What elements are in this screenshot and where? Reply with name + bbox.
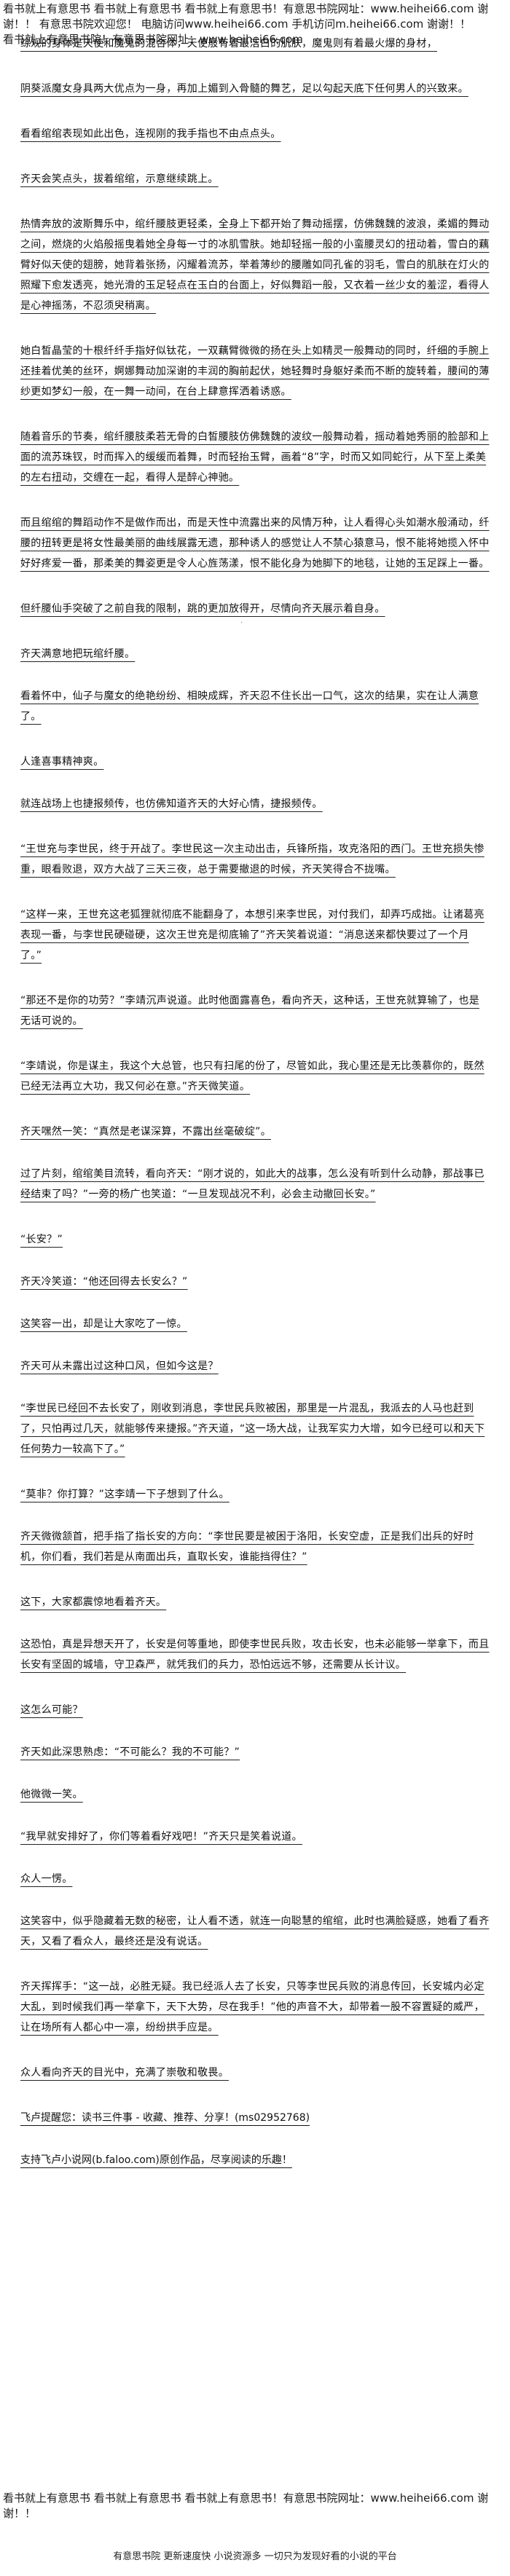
paragraph: 随着音乐的节奏，绾纤腰肢柔若无骨的白皙腰肢仿佛魏魏的波纹一般舞动着，摇动着她秀丽… xyxy=(20,431,490,484)
paragraph: 而且绾绾的舞蹈动作不是做作而出，而是天性中流露出来的风情万种，让人看得心头如潮水… xyxy=(20,517,490,570)
promo-line-support-link[interactable]: 支持飞卢小说网(b.faloo.com)原创作品，尽享阅读的乐趣！ xyxy=(20,2154,292,2166)
paragraph: “李世民已经回不去长安了，刚收到消息，李世民兵败被困，那里是一片混乱，我派去的人… xyxy=(20,1403,485,1455)
scan-speck: · xyxy=(444,845,447,853)
paragraph: 这下，大家都震惊地看着齐天。 xyxy=(20,1596,167,1608)
paragraph: 齐天会笑点头，拔着绾绾，示意继续跳上。 xyxy=(20,173,219,185)
paragraph: 齐天满意地把玩绾纤腰。 xyxy=(20,648,136,660)
paragraph: 齐天如此深思熟虑：“不可能么？我的不可能？” xyxy=(20,1746,240,1758)
paragraph: 他微微一笑。 xyxy=(20,1789,83,1800)
paragraph: “那还不是你的功劳？”李靖沉声说道。此时他面露喜色，看向齐天，这种话，王世充就算… xyxy=(20,995,480,1027)
paragraph: 齐天嘿然一笑：“真然是老谋深算，不露出丝毫破绽”。 xyxy=(20,1126,272,1138)
paragraph: 这怎么可能？ xyxy=(20,1704,83,1716)
paragraph: “李靖说，你是谋主，我这个大总管，也只有扫尾的份了，尽管如此，我心里还是无比羡慕… xyxy=(20,1060,484,1092)
header-line-1: 看书就上有意思书 看书就上有意思书 看书就上有意思书！有意思书院网址：www.h… xyxy=(3,2,489,31)
paragraph: “王世充与李世民，终于开战了。李世民这一次主动出击，兵锋所指，攻克洛阳的西门。王… xyxy=(20,843,484,875)
chapter-body: 综观的身体是天使和魔鬼的混合体，天使般有着最洁白的肌肤，魔鬼则有着最火爆的身材，… xyxy=(20,34,490,2192)
paragraph: 齐天挥挥手：“这一战，必胜无疑。我已经派人去了长安，只等李世民兵败的消息传回，长… xyxy=(20,1981,484,2033)
paragraph: “我早就安排好了，你们等着看好戏吧！”齐天只是笑着说道。 xyxy=(20,1831,302,1843)
paragraph: 看看绾绾表现如此出色，连视刚的我手指也不由点点头。 xyxy=(20,128,281,140)
footer-watermark: 看书就上有意思书 看书就上有意思书 看书就上有意思书！有意思书院网址：www.h… xyxy=(3,2492,489,2520)
scan-speck: · xyxy=(240,619,243,627)
paragraph: 综观的身体是天使和魔鬼的混合体，天使般有着最洁白的肌肤，魔鬼则有着最火爆的身材， xyxy=(20,38,437,50)
paragraph: 众人看向齐天的目光中，充满了崇敬和敬畏。 xyxy=(20,2067,229,2079)
paragraph: 热情奔放的波斯舞乐中，绾纤腰肢更轻柔，全身上下都开始了舞动摇摆，仿佛魏魏的波浪，… xyxy=(20,218,490,312)
paragraph: 过了片刻，绾绾美目流转，看向齐天：“刚才说的，如此大的战事，怎么没有听到什么动静… xyxy=(20,1168,484,1200)
paragraph: 人逢喜事精神爽。 xyxy=(20,756,104,768)
paragraph: 这恐怕，真是异想天开了，长安是何等重地，即使李世民兵败，攻击长安，也未必能够一举… xyxy=(20,1639,490,1671)
paragraph: 齐天冷笑道：“他还回得去长安么？” xyxy=(20,1276,188,1288)
paragraph: 她白皙晶莹的十根纤纤手指好似钛花，一双藕臂微微的扬在头上如精灵一般舞动的同时，纤… xyxy=(20,345,490,398)
scan-speck: · xyxy=(109,838,112,846)
header-line-2: 看书就上有意思书院！有意思书院网址：www.heihei66.com xyxy=(3,33,303,46)
promo-line-bookmark: 飞卢提醒您：读书三件事 - 收藏、推荐、分享！(ms02952768) xyxy=(20,2112,310,2124)
paragraph: 这笑容一出，却是让大家吃了一惊。 xyxy=(20,1318,187,1330)
paragraph: 众人一愣。 xyxy=(20,1873,73,1885)
paragraph: 看着怀中，仙子与魔女的绝艳纷纷、相映成辉，齐天忍不住长出一口气，这次的结果，实在… xyxy=(20,690,479,722)
paragraph: “长安？” xyxy=(20,1234,63,1245)
paragraph: “莫非？你打算？”这李靖一下子想到了什么。 xyxy=(20,1489,230,1500)
paragraph: 就连战场上也捷报频传，也仿佛知道齐天的大好心情，捷报频传。 xyxy=(20,798,323,810)
paragraph: “这样一来，王世充这老狐狸就彻底不能翻身了，本想引来李世民，对付我们，却弄巧成拙… xyxy=(20,909,484,961)
paragraph: 阴葵派魔女身具两大优点为一身，再加上媚到入骨髓的舞艺，足以勾起天底下任何男人的兴… xyxy=(20,83,468,95)
page-header: 看书就上有意思书 看书就上有意思书 看书就上有意思书！有意思书院网址：www.h… xyxy=(3,1,506,47)
footer-tagline: 有意思书院 更新速度快 小说资源多 一切只为发现好看的小说的平台 xyxy=(113,2551,397,2562)
paragraph: 这笑容中，似乎隐藏着无数的秘密，让人看不透，就连一向聪慧的绾绾，此时也满脸疑惑，… xyxy=(20,1915,490,1947)
paragraph: 齐天微微颔首，把手指了指长安的方向：“李世民要是被困于洛阳，长安空虚，正是我们出… xyxy=(20,1531,474,1563)
paragraph: 齐天可从未露出过这种口风，但如今这是？ xyxy=(20,1360,219,1372)
paragraph: 但纤腰仙手突破了之前自我的限制，跳的更加放得开，尽情向齐天展示着自身。 xyxy=(20,603,385,615)
